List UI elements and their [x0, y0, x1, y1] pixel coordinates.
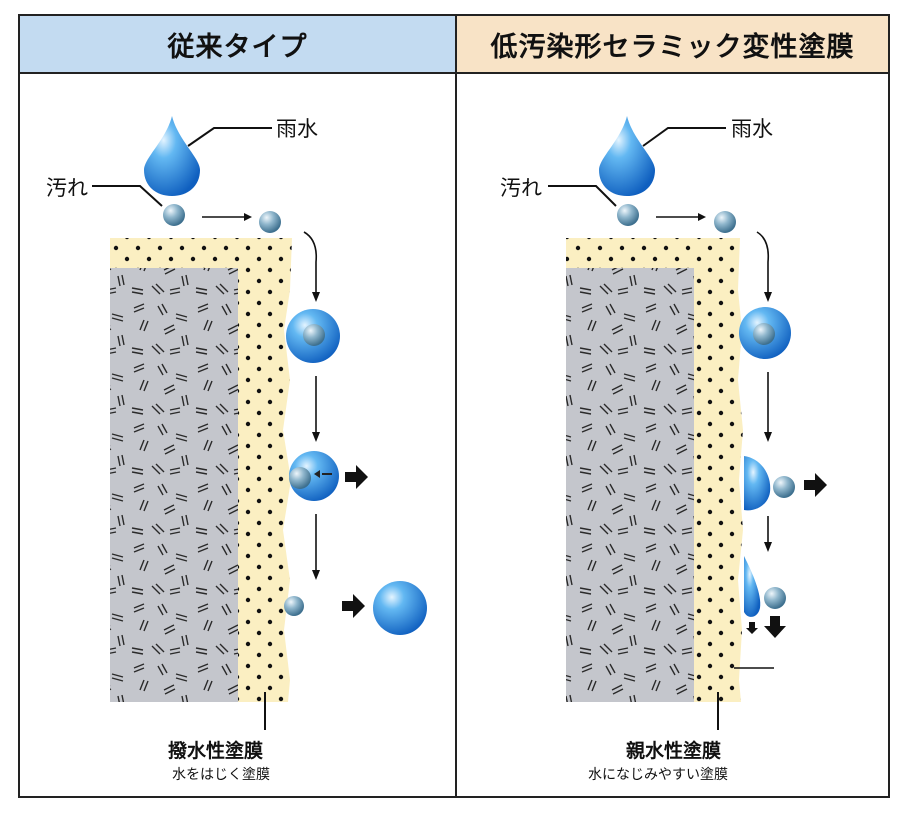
arrowhead-icon	[312, 432, 320, 442]
right-dirt-down-arrow-icon	[764, 616, 786, 638]
right-dirt-particle-icon	[617, 204, 639, 226]
right-raindrop-icon	[599, 116, 655, 196]
arrowhead-icon	[764, 292, 772, 302]
right-dirt-lifted-icon	[773, 476, 795, 498]
header-low-pollution-title: 低汚染形セラミック変性塗膜	[490, 31, 855, 63]
left-raindrop-icon	[144, 116, 200, 196]
arrowhead-icon	[312, 292, 320, 302]
arrowhead-icon	[764, 432, 772, 442]
dirt-in-water-icon	[753, 323, 775, 345]
left-coating-desc: 水をはじく塗膜	[172, 767, 270, 783]
left-separated-water-icon	[373, 581, 427, 635]
right-wash-away-arrow-icon	[804, 473, 827, 497]
right-dirt-leader-line	[548, 185, 617, 207]
right-dirt-falling-icon	[764, 587, 786, 609]
arrowhead-icon	[698, 213, 706, 221]
left-flow-arrow-1	[303, 231, 318, 296]
header-low-pollution-coating: 低汚染形セラミック変性塗膜	[457, 16, 888, 74]
dirt-in-water-icon	[303, 324, 325, 346]
left-drop-away-arrow-icon	[342, 594, 365, 618]
left-coating-name: 撥水性塗膜	[168, 740, 264, 762]
arrowhead-icon	[314, 470, 320, 478]
right-coating-layer	[566, 238, 743, 702]
header-conventional-title: 従来タイプ	[167, 31, 308, 63]
header-conventional-type: 従来タイプ	[20, 16, 455, 74]
left-panel-illustration	[92, 116, 427, 730]
right-concrete-wall	[566, 268, 694, 702]
left-dirt-leader-line	[92, 185, 163, 207]
right-flow-arrow-1	[756, 231, 770, 296]
right-film-down-arrow-icon	[746, 622, 758, 634]
left-roll-off-arrow-icon	[345, 465, 368, 489]
left-concrete-wall	[110, 268, 238, 702]
right-dirt-particle-moved-icon	[714, 211, 736, 233]
panel-divider	[455, 14, 457, 798]
right-coating-desc: 水になじみやすい塗膜	[588, 767, 728, 783]
right-panel-illustration	[548, 116, 827, 730]
right-water-film-icon	[744, 556, 761, 617]
left-dirt-label: 汚れ	[46, 176, 88, 200]
right-coating-name: 親水性塗膜	[626, 740, 722, 762]
dirt-in-water-icon	[289, 467, 311, 489]
arrowhead-icon	[244, 213, 252, 221]
left-dirt-particle-moved-icon	[259, 211, 281, 233]
arrowhead-icon	[764, 542, 772, 552]
arrowhead-icon	[312, 570, 320, 580]
left-dirt-remaining-icon	[284, 596, 304, 616]
left-rain-leader-line	[187, 127, 272, 147]
right-rain-leader-line	[642, 127, 726, 147]
left-coating-layer	[110, 238, 292, 702]
left-dirt-particle-icon	[163, 204, 185, 226]
right-dirt-label: 汚れ	[500, 176, 542, 200]
diagram-frame	[18, 14, 890, 798]
left-rain-label: 雨水	[276, 117, 318, 141]
right-spreading-water-icon	[744, 456, 771, 511]
right-rain-label: 雨水	[731, 117, 773, 141]
